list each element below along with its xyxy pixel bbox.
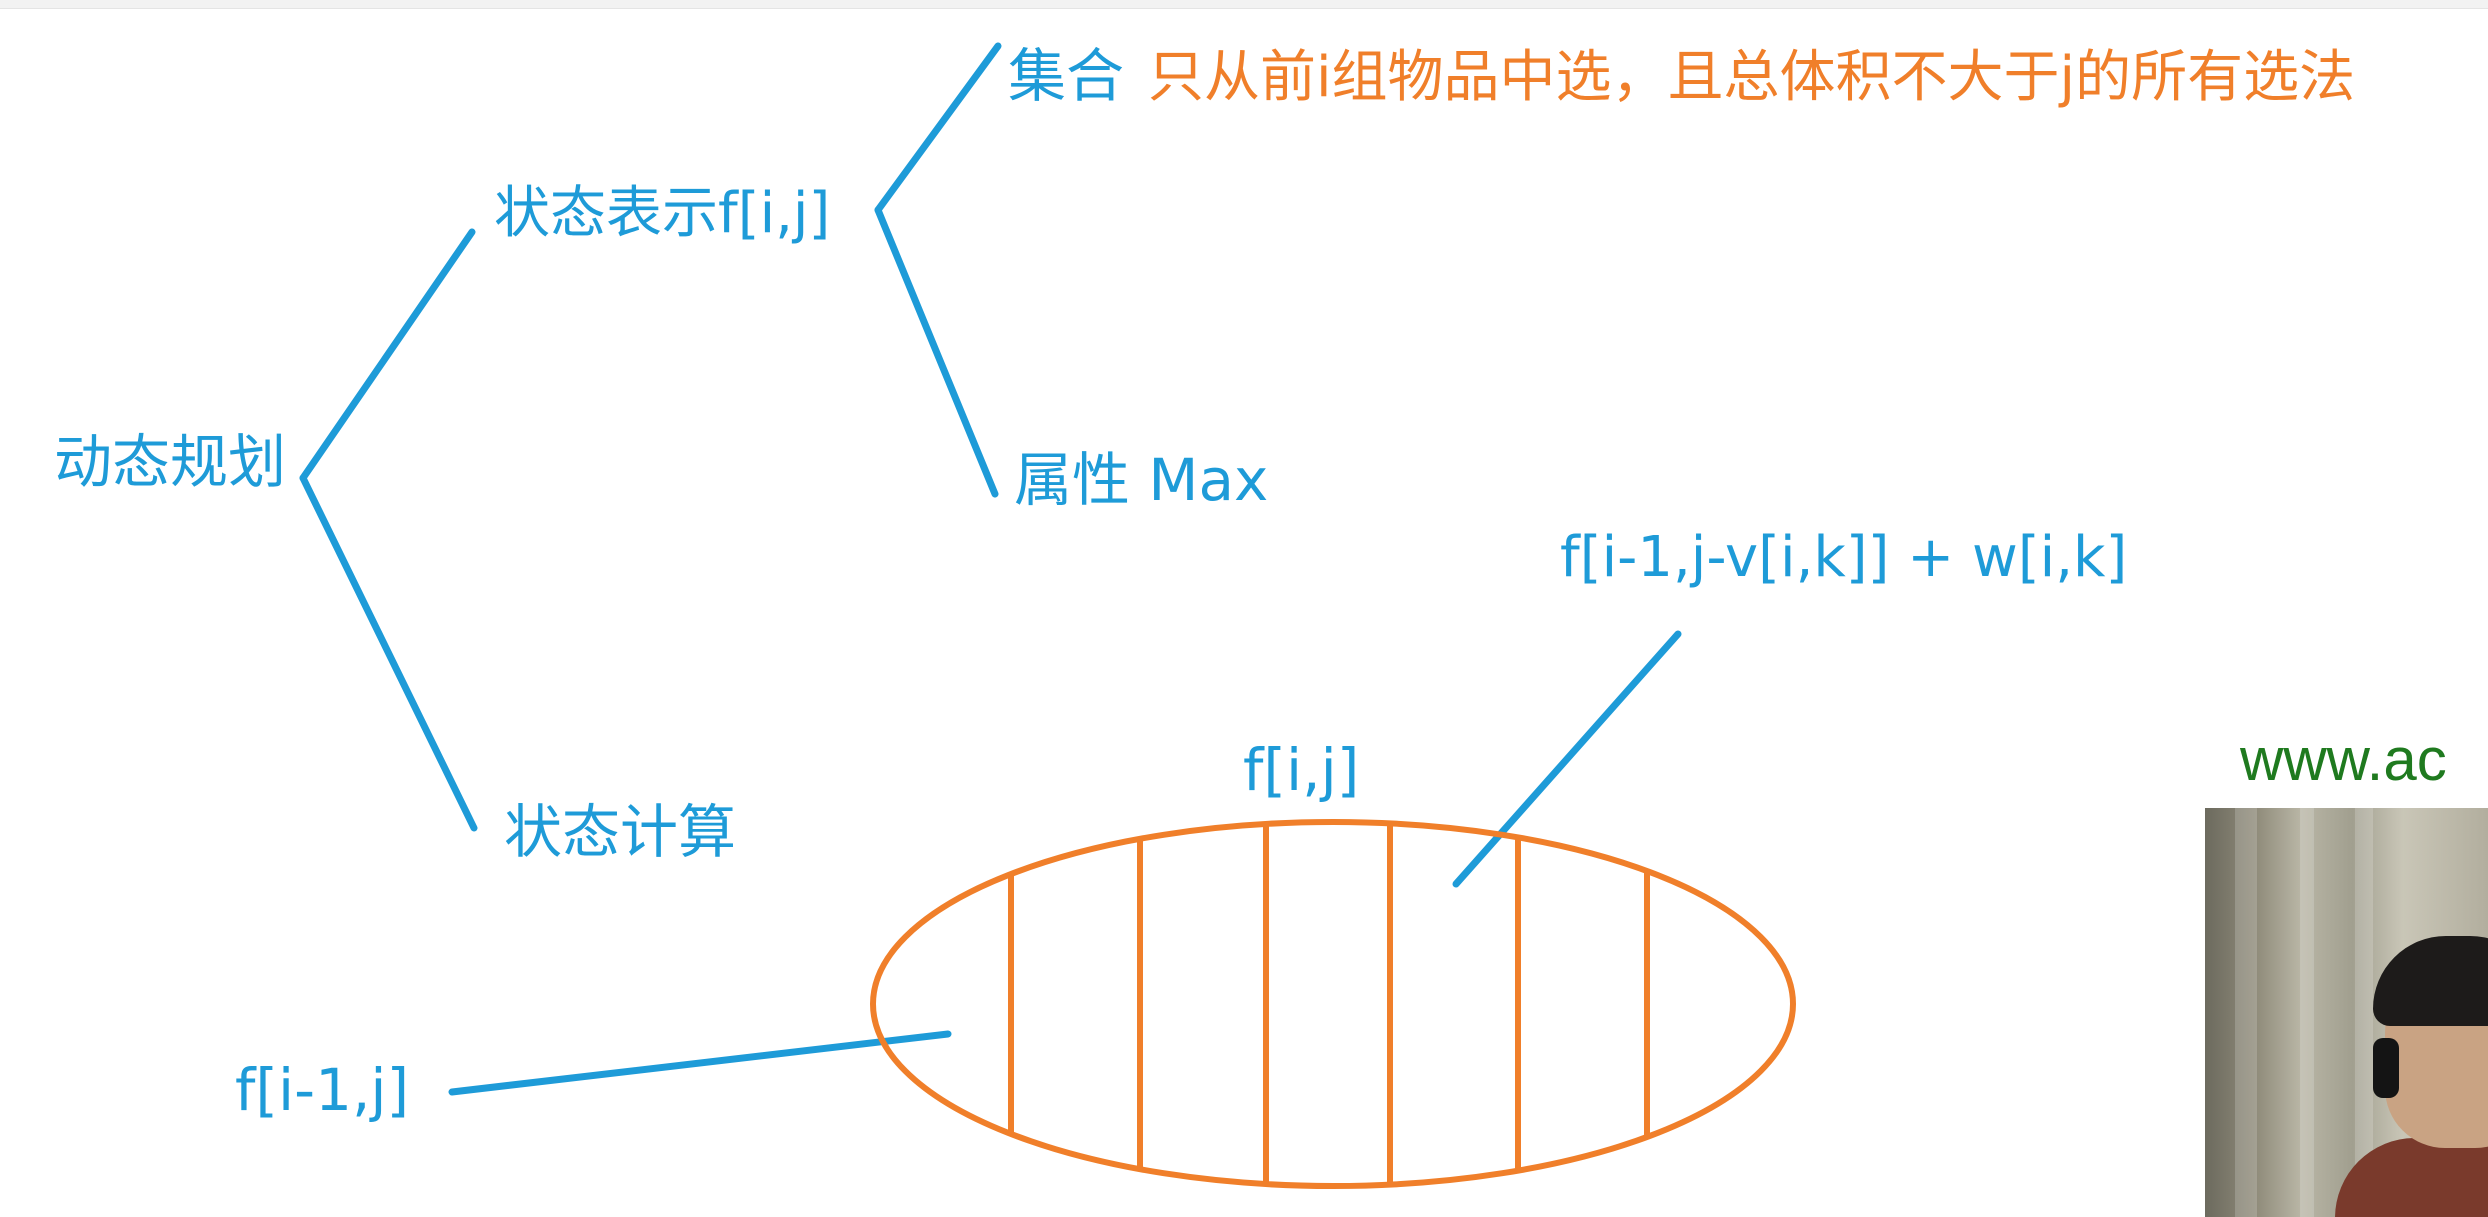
watermark-text: www.ac xyxy=(2239,726,2447,793)
left-subset-label: f[i-1,j] xyxy=(235,1056,409,1124)
root-label: 动态规划 xyxy=(54,428,286,496)
presenter-hair xyxy=(2373,936,2488,1026)
right-subset-label: f[i-1,j-v[i,k]] + w[i,k] xyxy=(1560,525,2127,590)
state-representation-label: 状态表示f[i,j] xyxy=(494,181,830,246)
connector-state-repr-to-set xyxy=(874,42,1002,214)
connector-root-to-state-calc xyxy=(299,474,478,832)
set-name-label: f[i,j] xyxy=(1243,736,1359,804)
headset-icon xyxy=(2373,1038,2399,1098)
connector-root-to-state-repr xyxy=(299,228,476,482)
presenter-webcam xyxy=(2205,808,2488,1217)
attribute-label: 属性 Max xyxy=(1014,446,1268,514)
pointer-right-subset xyxy=(1452,630,1682,888)
connector-state-repr-to-attr xyxy=(874,206,999,498)
window-top-edge xyxy=(0,0,2488,9)
set-label: 集合 xyxy=(1008,42,1124,110)
state-computation-label: 状态计算 xyxy=(504,798,736,866)
pointer-left-subset xyxy=(448,1030,952,1096)
set-ellipse xyxy=(870,819,1796,1189)
set-description: 只从前i组物品中选，且总体积不大于j的所有选法 xyxy=(1148,45,2355,110)
